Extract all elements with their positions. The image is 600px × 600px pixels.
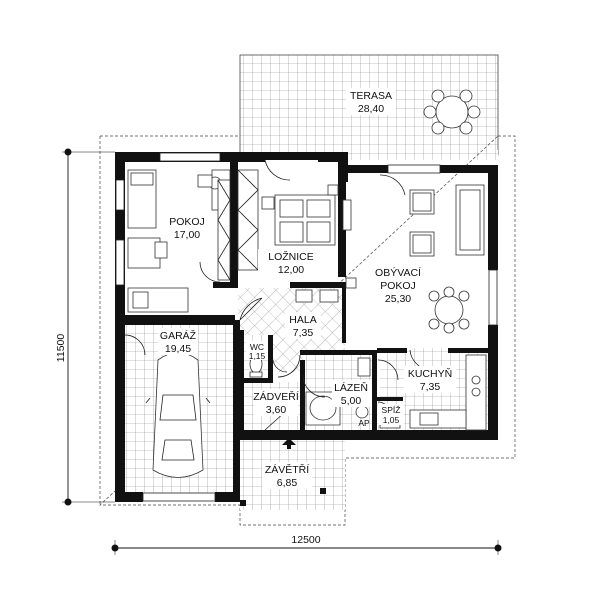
dimension-vertical [62, 148, 115, 506]
svg-text:28,40: 28,40 [358, 103, 384, 115]
porch-post [320, 488, 326, 494]
room-label-obyvaci: OBÝVACÍ POKOJ 25,30 [375, 266, 421, 305]
svg-text:5,00: 5,00 [341, 395, 362, 407]
room-label-pokoj: POKOJ 17,00 [169, 216, 205, 241]
dimension-horizontal [111, 540, 502, 555]
room-label-terasa: TERASA 28,40 [346, 88, 396, 115]
svg-text:HALA: HALA [289, 314, 316, 326]
svg-text:KUCHYŇ: KUCHYŇ [408, 367, 452, 380]
svg-text:LOŽNICE: LOŽNICE [268, 250, 314, 263]
svg-text:12,00: 12,00 [278, 264, 304, 276]
svg-text:17,00: 17,00 [174, 229, 200, 241]
svg-text:WC: WC [250, 342, 264, 352]
roof-outline [99, 135, 516, 526]
wardrobe [217, 169, 259, 281]
windows [115, 152, 498, 502]
car-icon [145, 352, 211, 478]
terrace-furniture [423, 89, 481, 135]
svg-text:7,35: 7,35 [293, 327, 314, 339]
svg-text:1,15: 1,15 [249, 351, 266, 361]
room-label-lazen: LÁZEŇ 5,00 [332, 380, 372, 407]
svg-text:POKOJ: POKOJ [169, 216, 205, 228]
svg-text:POKOJ: POKOJ [380, 280, 416, 292]
dimension-horizontal-label: 12500 [291, 534, 320, 546]
room-label-wc: WC 1,15 [246, 341, 268, 361]
svg-text:SPÍŽ: SPÍŽ [382, 405, 401, 415]
interior-walls [115, 162, 488, 430]
svg-text:ZÁDVEŘÍ: ZÁDVEŘÍ [253, 390, 299, 403]
room-label-garaz: GARÁŽ 19,45 [158, 328, 198, 355]
svg-text:ZÁVĚTŘÍ: ZÁVĚTŘÍ [265, 463, 309, 476]
room-label-zadveri: ZÁDVEŘÍ 3,60 [253, 389, 299, 416]
svg-text:6,85: 6,85 [277, 477, 298, 489]
svg-text:3,60: 3,60 [266, 404, 287, 416]
entrance-arrow-icon [282, 438, 296, 445]
room-label-zavetri: ZÁVĚTŘÍ 6,85 [262, 462, 312, 489]
ap-label: AP [358, 418, 370, 428]
svg-text:19,45: 19,45 [165, 343, 191, 355]
loznice-furniture [261, 159, 352, 246]
svg-text:TERASA: TERASA [350, 90, 392, 102]
hall-equipment [295, 277, 357, 303]
svg-text:7,35: 7,35 [420, 381, 441, 393]
room-label-spiz: SPÍŽ 1,05 [378, 404, 404, 425]
pokoj-furniture [127, 169, 231, 313]
obyvaci-furniture [379, 174, 485, 334]
room-label-kuchyn: KUCHYŇ 7,35 [404, 366, 456, 393]
svg-text:GARÁŽ: GARÁŽ [160, 329, 197, 342]
dimension-vertical-label: 11500 [55, 334, 67, 363]
room-label-hala: HALA 7,35 [285, 312, 321, 339]
svg-text:1,05: 1,05 [383, 415, 400, 425]
svg-text:OBÝVACÍ: OBÝVACÍ [375, 266, 421, 279]
room-label-loznice: LOŽNICE 12,00 [258, 249, 324, 276]
svg-text:LÁZEŇ: LÁZEŇ [334, 381, 368, 394]
svg-text:25,30: 25,30 [385, 293, 411, 305]
porch-post [240, 500, 246, 506]
